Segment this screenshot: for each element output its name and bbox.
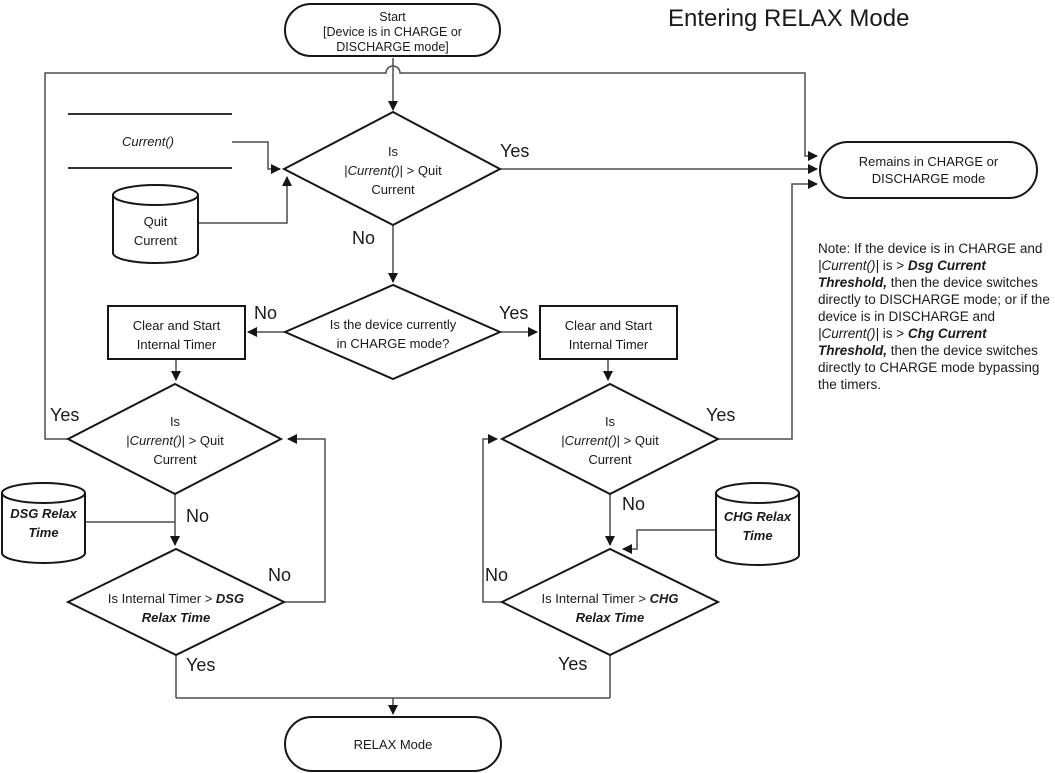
edge-quit-current-to-decision1 — [198, 176, 292, 224]
cylinder-dsg-relax-time-top — [1, 482, 86, 504]
edge-label-d2-no: No — [254, 303, 278, 323]
decision-charge-mode-label: Is the device currently in CHARGE mode? — [329, 317, 457, 351]
cylinder-chg-relax-time — [715, 493, 800, 566]
cylinder-chg-relax-time-top — [715, 482, 800, 504]
process-right-label: Clear and Start Internal Timer — [564, 318, 653, 352]
edge-label-dL2-yes: Yes — [186, 655, 216, 675]
decision-chg-timer — [499, 547, 721, 657]
relax-node-label: RELAX Mode — [353, 737, 433, 752]
decision-quit-current-right-label: Is |Current()| > Quit Current — [561, 414, 659, 467]
decision-quit-current-left — [65, 382, 284, 496]
edge-label-d2-yes: Yes — [499, 303, 529, 323]
edge-left-yes-rail-to-remains — [44, 65, 818, 440]
remains-node — [819, 141, 1038, 199]
edge-label-d1-yes: Yes — [500, 141, 530, 161]
decision-quit-current-left-label: Is |Current()| > Quit Current — [126, 414, 224, 467]
diagram-title: Entering RELAX Mode — [668, 5, 910, 32]
edge-label-dR1-no: No — [622, 494, 646, 514]
decision-quit-current-1 — [281, 110, 503, 227]
cylinder-quit-current-top — [112, 184, 199, 206]
cylinder-dsg-relax-time — [1, 493, 86, 564]
edge-right-decision-yes-to-remains — [718, 179, 818, 440]
edge-right-timer-no-loop — [482, 434, 502, 603]
relax-mode-node — [284, 716, 502, 772]
edge-label-dR2-no: No — [485, 565, 509, 585]
process-left-clear-timer — [107, 305, 246, 360]
current-signal-label: Current() — [121, 134, 174, 149]
decision-dsg-timer — [65, 547, 287, 657]
edge-left-timer-no-loop — [284, 434, 326, 603]
edge-label-dR2-yes: Yes — [558, 654, 588, 674]
edge-current-signal-to-decision1 — [232, 141, 281, 174]
decision-charge-mode — [282, 283, 503, 381]
remains-node-label: Remains in CHARGE or DISCHARGE mode — [858, 154, 999, 186]
cylinder-quit-current — [112, 195, 199, 264]
process-right-clear-timer — [539, 305, 678, 360]
decision-chg-timer-label: Is Internal Timer > CHG Relax Time — [541, 591, 679, 625]
edge-label-dR1-yes: Yes — [706, 405, 736, 425]
edge-label-dL2-no: No — [268, 565, 292, 585]
cylinder-quit-current-label: Quit Current — [133, 214, 178, 248]
edge-label-d1-no: No — [352, 228, 376, 248]
edge-chg-relax-time-in — [622, 529, 716, 554]
edge-label-dL1-no: No — [186, 506, 210, 526]
cylinder-chg-relax-time-label: CHG Relax Time — [723, 509, 792, 543]
note-text: Note: If the device is in CHARGE and |Cu… — [818, 241, 1050, 392]
decision-dsg-timer-label: Is Internal Timer > DSG Relax Time — [107, 591, 245, 625]
decision-quit-current-1-label: Is |Current()| > Quit Current — [344, 144, 442, 197]
process-left-label: Clear and Start Internal Timer — [132, 318, 221, 352]
start-node-label: Start [Device is in CHARGE or DISCHARGE … — [323, 10, 462, 54]
start-node — [284, 3, 501, 57]
edge-label-dL1-yes: Yes — [50, 405, 80, 425]
cylinder-dsg-relax-time-label: DSG Relax Time — [10, 506, 77, 540]
decision-quit-current-right — [499, 382, 721, 496]
